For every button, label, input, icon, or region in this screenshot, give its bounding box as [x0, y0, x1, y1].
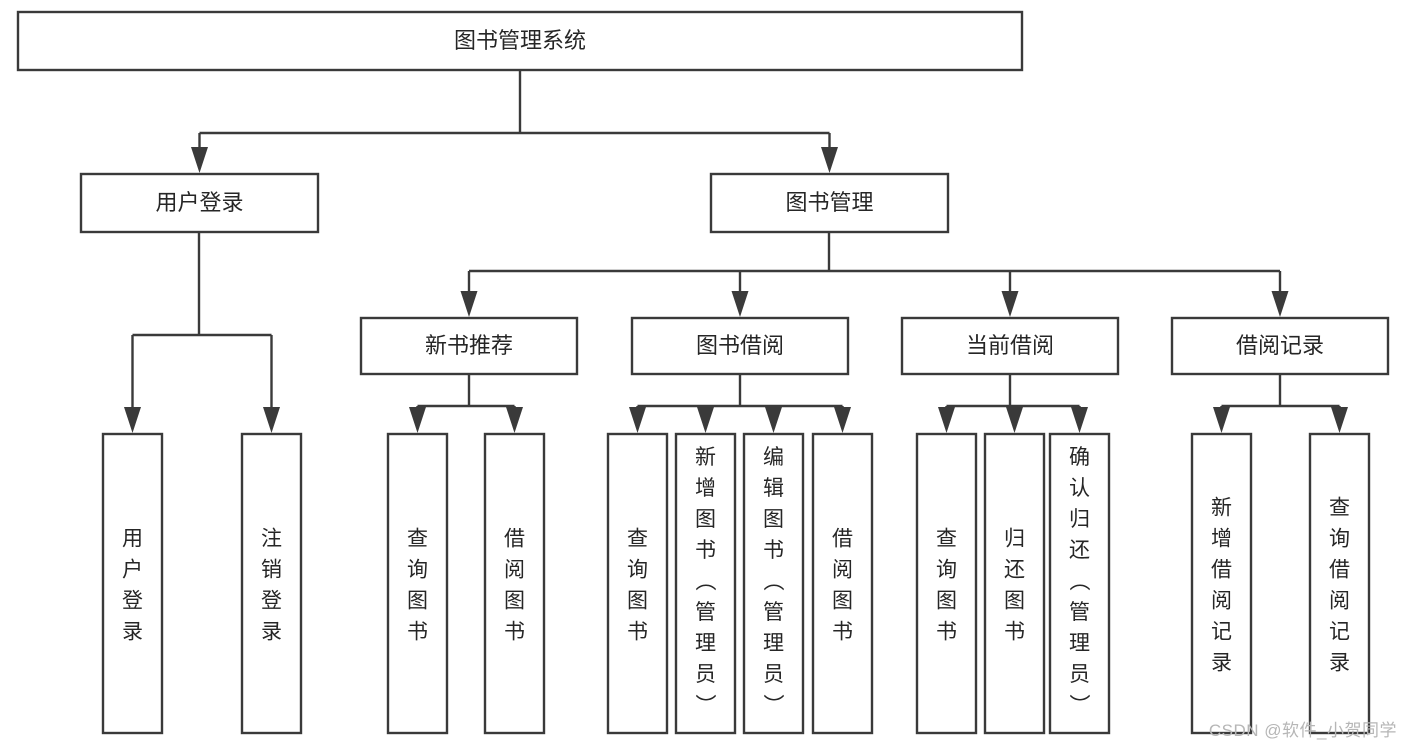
watermark-text: CSDN @软件_小贺同学: [1208, 721, 1397, 740]
node-label-book-borrow: 图书借阅: [696, 333, 784, 358]
arrow-head-icon: [506, 407, 523, 433]
connector-group-current-borrow: [938, 374, 1088, 433]
node-box-leaf-add-borrow-record[interactable]: [1190, 432, 1253, 735]
node-label-leaf-query-borrow-record: 查询借阅记录: [1329, 497, 1350, 675]
arrow-head-icon: [1006, 407, 1023, 433]
arrow-head-icon: [1331, 407, 1348, 433]
arrow-head-icon: [191, 147, 208, 173]
node-current-borrow[interactable]: 当前借阅: [900, 316, 1120, 376]
node-label-leaf-return-book: 归还图书: [1004, 528, 1025, 644]
node-leaf-query-book-current[interactable]: 查询图书: [915, 432, 978, 735]
node-root[interactable]: 图书管理系统: [16, 10, 1024, 72]
node-label-root: 图书管理系统: [454, 28, 586, 53]
arrow-head-icon: [460, 291, 478, 317]
node-label-current-borrow: 当前借阅: [966, 333, 1054, 358]
node-leaf-query-borrow-record[interactable]: 查询借阅记录: [1308, 432, 1371, 735]
arrow-head-icon: [821, 147, 838, 173]
connector-group-book-manage: [460, 232, 1289, 317]
connector-group-user-login: [124, 232, 280, 433]
node-box-leaf-user-logout[interactable]: [240, 432, 303, 735]
arrow-head-icon: [629, 407, 646, 433]
node-box-borrow-record[interactable]: [1170, 316, 1390, 376]
node-box-leaf-return-book[interactable]: [983, 432, 1046, 735]
node-leaf-query-book-borrow[interactable]: 查询图书: [606, 432, 669, 735]
node-new-book-recommend[interactable]: 新书推荐: [359, 316, 579, 376]
node-box-book-borrow[interactable]: [630, 316, 850, 376]
arrow-head-icon: [765, 407, 782, 433]
connector-group-root: [191, 70, 838, 173]
node-label-leaf-borrow-book: 借阅图书: [832, 528, 853, 644]
node-label-new-book-recommend: 新书推荐: [425, 333, 513, 358]
node-label-leaf-add-book-admin: 新增图书（管理员）: [695, 446, 717, 717]
node-box-leaf-user-login[interactable]: [101, 432, 164, 735]
node-leaf-add-book-admin[interactable]: 新增图书（管理员）: [674, 432, 737, 735]
node-box-leaf-borrow-book-rec[interactable]: [483, 432, 546, 735]
node-label-leaf-user-logout: 注销登录: [261, 528, 282, 644]
arrow-head-icon: [1213, 407, 1230, 433]
arrow-head-icon: [731, 291, 749, 317]
node-box-current-borrow[interactable]: [900, 316, 1120, 376]
node-leaf-borrow-book-rec[interactable]: 借阅图书: [483, 432, 546, 735]
arrow-head-icon: [263, 407, 280, 433]
node-box-leaf-confirm-return-admin[interactable]: [1048, 432, 1111, 735]
node-label-borrow-record: 借阅记录: [1236, 333, 1324, 358]
node-label-user-login: 用户登录: [155, 190, 243, 215]
node-label-leaf-query-book-rec: 查询图书: [407, 528, 428, 644]
node-box-leaf-query-book-current[interactable]: [915, 432, 978, 735]
node-box-user-login[interactable]: [79, 172, 320, 234]
connector-group-borrow-record: [1213, 374, 1348, 433]
node-box-leaf-edit-book-admin[interactable]: [742, 432, 805, 735]
arrow-head-icon: [1271, 291, 1289, 317]
node-leaf-borrow-book[interactable]: 借阅图书: [811, 432, 874, 735]
node-label-leaf-confirm-return-admin: 确认归还（管理员）: [1069, 446, 1091, 717]
node-box-new-book-recommend[interactable]: [359, 316, 579, 376]
node-layer: 图书管理系统用户登录图书管理新书推荐图书借阅当前借阅借阅记录用户登录注销登录查询…: [16, 10, 1390, 735]
connector-layer: [124, 70, 1348, 433]
node-label-leaf-edit-book-admin: 编辑图书（管理员）: [763, 446, 785, 717]
node-box-book-manage[interactable]: [709, 172, 950, 234]
arrow-head-icon: [938, 407, 955, 433]
connector-group-book-borrow: [629, 374, 851, 433]
node-leaf-user-logout[interactable]: 注销登录: [240, 432, 303, 735]
arrow-head-icon: [409, 407, 426, 433]
node-leaf-user-login[interactable]: 用户登录: [101, 432, 164, 735]
node-book-borrow[interactable]: 图书借阅: [630, 316, 850, 376]
node-label-leaf-borrow-book-rec: 借阅图书: [504, 528, 525, 644]
node-box-leaf-borrow-book[interactable]: [811, 432, 874, 735]
connector-group-new-book-recommend: [409, 374, 523, 433]
node-box-leaf-query-borrow-record[interactable]: [1308, 432, 1371, 735]
node-label-book-manage: 图书管理: [785, 190, 873, 215]
arrow-head-icon: [697, 407, 714, 433]
node-borrow-record[interactable]: 借阅记录: [1170, 316, 1390, 376]
node-leaf-return-book[interactable]: 归还图书: [983, 432, 1046, 735]
node-box-root[interactable]: [16, 10, 1024, 72]
arrow-head-icon: [834, 407, 851, 433]
node-leaf-confirm-return-admin[interactable]: 确认归还（管理员）: [1048, 432, 1111, 735]
node-leaf-edit-book-admin[interactable]: 编辑图书（管理员）: [742, 432, 805, 735]
node-label-leaf-add-borrow-record: 新增借阅记录: [1211, 497, 1232, 675]
node-leaf-query-book-rec[interactable]: 查询图书: [386, 432, 449, 735]
node-box-leaf-query-book-borrow[interactable]: [606, 432, 669, 735]
node-label-leaf-user-login: 用户登录: [122, 528, 143, 644]
node-leaf-add-borrow-record[interactable]: 新增借阅记录: [1190, 432, 1253, 735]
node-label-leaf-query-book-borrow: 查询图书: [627, 528, 648, 644]
node-box-leaf-add-book-admin[interactable]: [674, 432, 737, 735]
arrow-head-icon: [1001, 291, 1019, 317]
node-book-manage[interactable]: 图书管理: [709, 172, 950, 234]
node-user-login[interactable]: 用户登录: [79, 172, 320, 234]
arrow-head-icon: [1071, 407, 1088, 433]
node-label-leaf-query-book-current: 查询图书: [936, 528, 957, 644]
node-box-leaf-query-book-rec[interactable]: [386, 432, 449, 735]
arrow-head-icon: [124, 407, 141, 433]
